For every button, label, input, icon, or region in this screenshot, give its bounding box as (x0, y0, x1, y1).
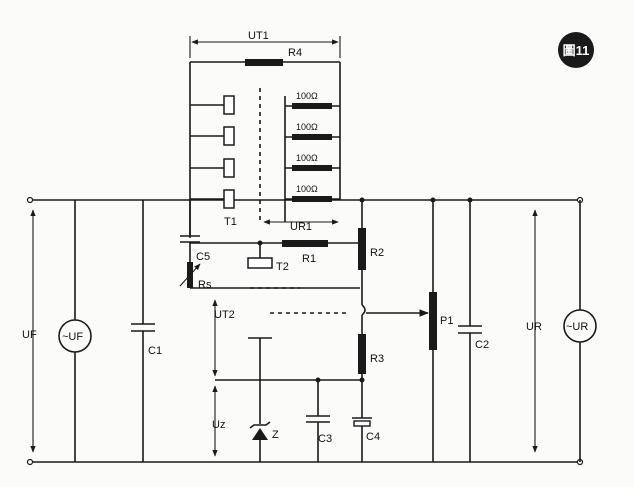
label-c4: C4 (366, 431, 380, 443)
label-100d: 100Ω (296, 184, 318, 194)
capacitor-c4 (352, 417, 372, 462)
label-r1: R1 (302, 253, 316, 265)
capacitor-c2 (458, 197, 482, 462)
label-r3: R3 (370, 353, 384, 365)
label-ur: UR (526, 321, 542, 333)
label-uf-source: ~UF (62, 331, 83, 343)
label-c5: C5 (196, 251, 210, 263)
label-uf: UF (22, 329, 37, 341)
label-r4: R4 (288, 47, 302, 59)
emitter-resistors (284, 96, 340, 222)
label-p1: P1 (440, 315, 453, 327)
label-ut1: UT1 (248, 30, 269, 42)
transistor-t2 (247, 257, 273, 269)
uf-source (58, 200, 92, 462)
capacitor-c3 (306, 380, 330, 462)
upper-block (189, 36, 341, 238)
r1-row (190, 240, 360, 258)
label-t2: T2 (276, 261, 289, 273)
label-c2: C2 (475, 339, 489, 351)
label-rs: Rs (198, 279, 212, 291)
figure-badge: 圖11 (558, 32, 594, 68)
label-t1: T1 (224, 216, 237, 228)
label-100c: 100Ω (296, 153, 318, 163)
label-z: Z (272, 429, 279, 441)
label-r2: R2 (370, 247, 384, 259)
svg-text:圖11: 圖11 (563, 43, 590, 58)
t1-row-2 (190, 126, 235, 146)
t1-row-3 (190, 158, 235, 178)
capacitor-c1 (131, 200, 155, 462)
ur-source (563, 200, 597, 462)
label-100a: 100Ω (296, 91, 318, 101)
bottom-rail (26, 458, 584, 466)
zener-row (215, 377, 365, 383)
label-ur-source: ~UR (566, 321, 588, 333)
t1-row-4 (190, 189, 235, 209)
resistor-r4 (245, 59, 283, 66)
zener-diode-z (248, 337, 272, 462)
label-ur1: UR1 (290, 221, 312, 233)
potentiometer-p1 (429, 197, 437, 462)
label-c3: C3 (318, 433, 332, 445)
label-ut2: UT2 (214, 309, 235, 321)
t1-row-1 (190, 95, 235, 115)
resistor-r2 (358, 228, 366, 270)
label-100b: 100Ω (296, 122, 318, 132)
resistor-r3 (358, 334, 366, 374)
label-uz: Uz (212, 419, 225, 431)
r2-r3-branch (358, 197, 366, 418)
capacitor-c5 (180, 200, 200, 262)
resistor-r1 (282, 240, 328, 247)
label-c1: C1 (148, 345, 162, 357)
